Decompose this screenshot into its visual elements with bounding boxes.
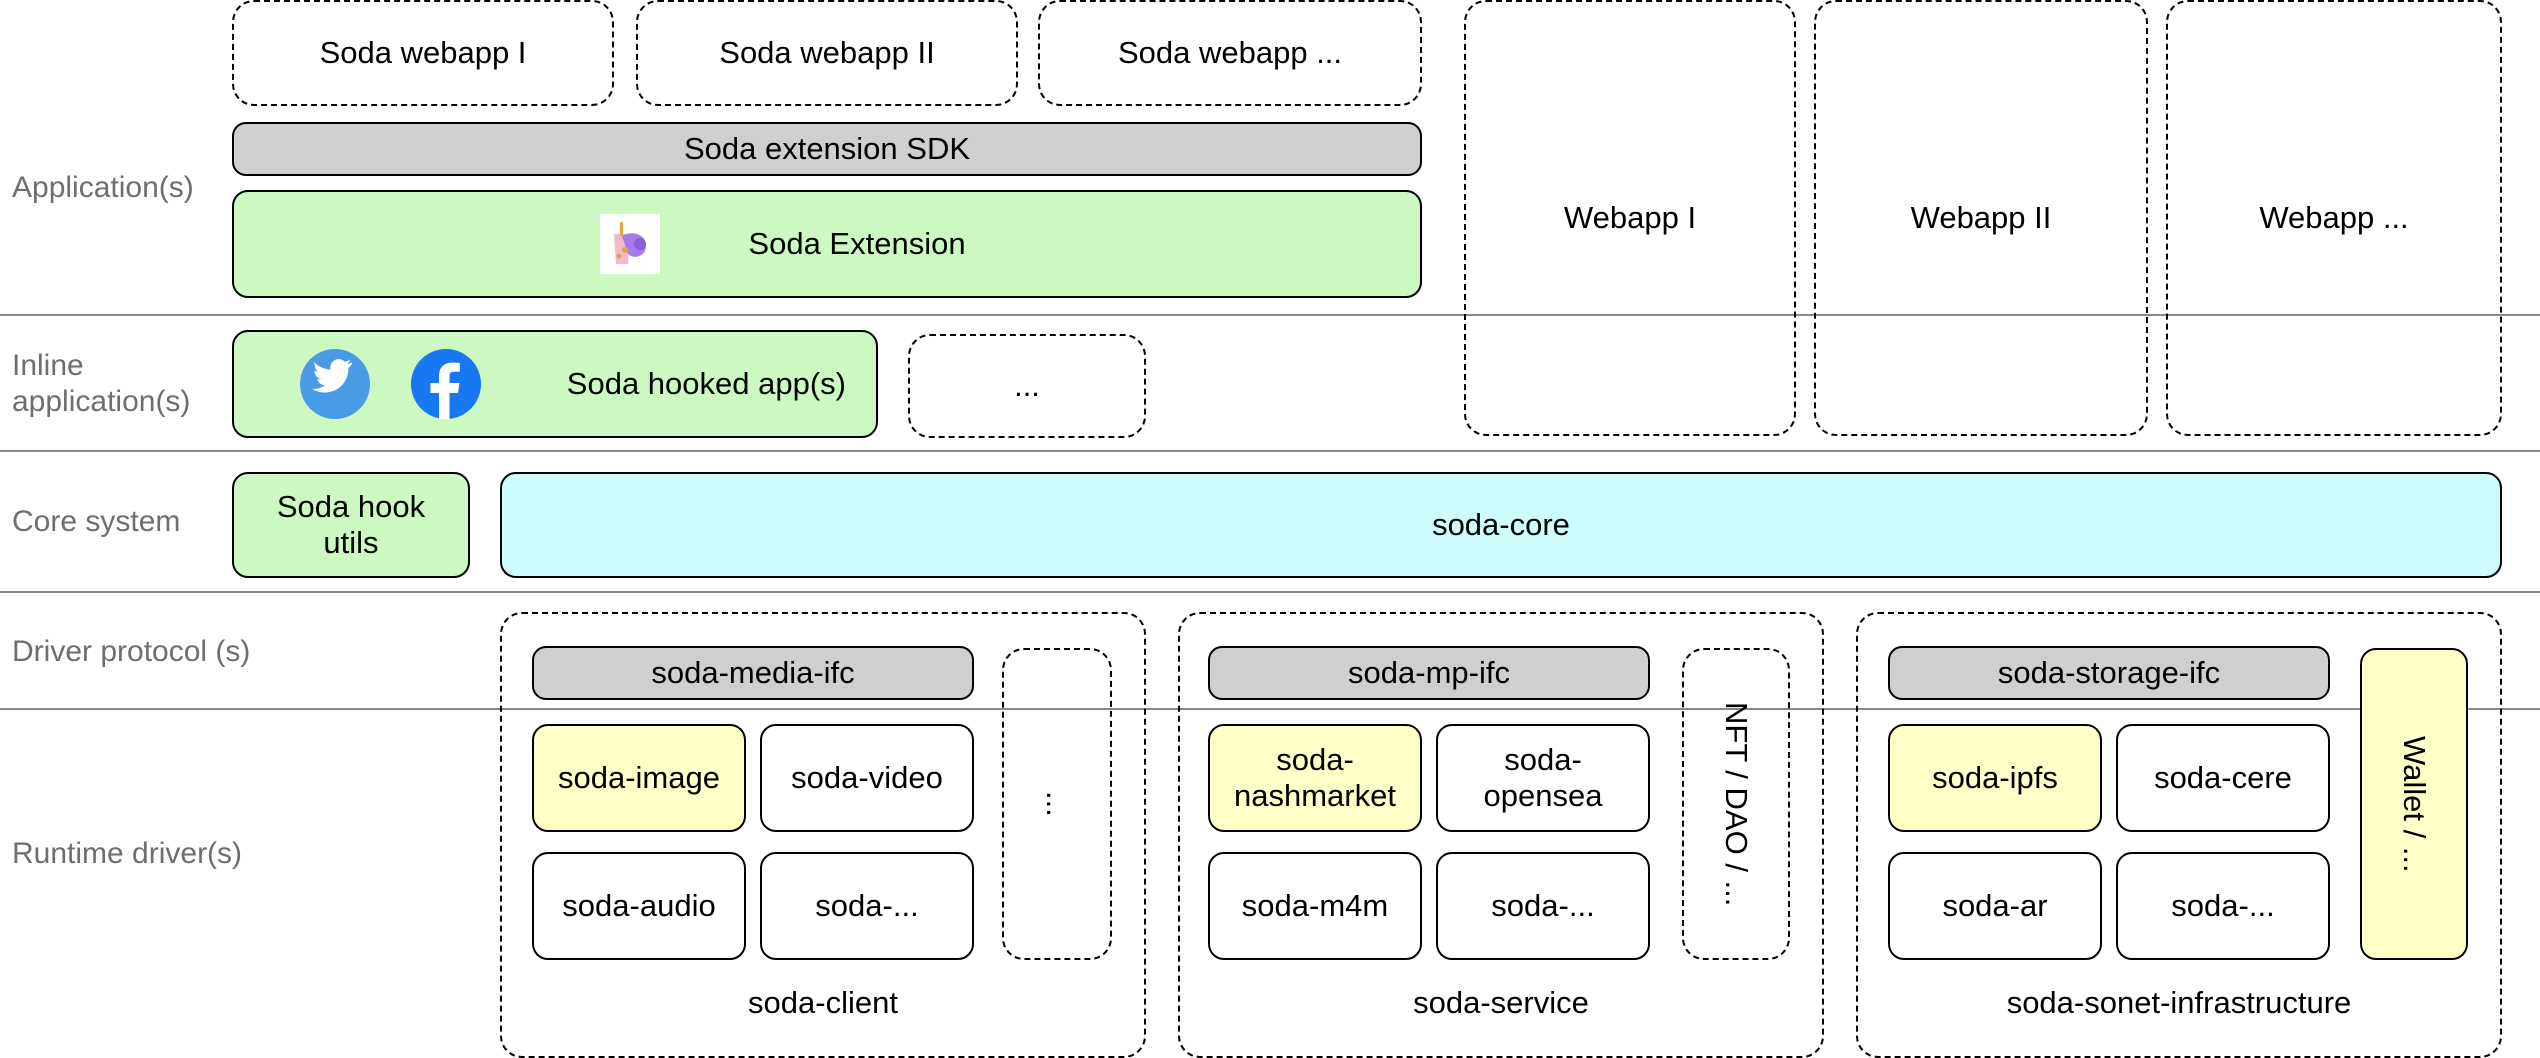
soda-webapp-3: Soda webapp ... (1038, 0, 1422, 106)
soda-client-group (500, 612, 1146, 1058)
soda-hooked-apps: Soda hooked app(s) (232, 330, 878, 438)
layer-label-runtime: Runtime driver(s) (12, 837, 243, 870)
soda-core: soda-core (500, 472, 2502, 578)
soda-opensea: soda- opensea (1436, 724, 1650, 832)
soda-storage-ifc: soda-storage-ifc (1888, 646, 2330, 700)
webapp-2: Webapp II (1814, 0, 2148, 436)
soda-service-more: soda-... (1436, 852, 1650, 960)
soda-media-ifc: soda-media-ifc (532, 646, 974, 700)
webapp-3: Webapp ... (2166, 0, 2502, 436)
wallet-box: Wallet / ... (2360, 648, 2468, 960)
soda-nashmarket: soda- nashmarket (1208, 724, 1422, 832)
soda-audio: soda-audio (532, 852, 746, 960)
soda-extension-sdk: Soda extension SDK (232, 122, 1422, 176)
soda-hooked-apps-label: Soda hooked app(s) (566, 366, 846, 401)
soda-infra-label: soda-sonet-infrastructure (2006, 985, 2352, 1020)
layer-label-inline: Inline application(s) (12, 349, 191, 418)
soda-hook-utils: Soda hook utils (232, 472, 470, 578)
soda-ipfs: soda-ipfs (1888, 724, 2102, 832)
layer-divider (0, 314, 2540, 316)
layer-label-driver-protocol: Driver protocol (s) (12, 635, 251, 668)
soda-mp-ifc: soda-mp-ifc (1208, 646, 1650, 700)
soda-m4m: soda-m4m (1208, 852, 1422, 960)
inline-more: ... (908, 334, 1146, 438)
soda-infra-more: soda-... (2116, 852, 2330, 960)
soda-video: soda-video (760, 724, 974, 832)
soda-service-label: soda-service (1413, 985, 1589, 1020)
layer-divider (0, 450, 2540, 452)
soda-logo-icon (600, 214, 660, 274)
soda-webapp-2: Soda webapp II (636, 0, 1018, 106)
twitter-icon (300, 349, 370, 419)
soda-infra-group (1856, 612, 2502, 1058)
soda-image: soda-image (532, 724, 746, 832)
layer-divider (0, 591, 2540, 593)
webapp-1: Webapp I (1464, 0, 1796, 436)
soda-extension: Soda Extension (232, 190, 1422, 298)
nft-dao-box: NFT / DAO / ... (1682, 648, 1790, 960)
soda-cere: soda-cere (2116, 724, 2330, 832)
soda-extension-label: Soda Extension (748, 226, 966, 261)
layer-divider (0, 708, 2540, 710)
soda-ar: soda-ar (1888, 852, 2102, 960)
facebook-icon (411, 349, 481, 419)
soda-client-label: soda-client (748, 985, 898, 1020)
soda-service-group (1178, 612, 1824, 1058)
soda-webapp-1: Soda webapp I (232, 0, 614, 106)
layer-label-core: Core system (12, 505, 181, 538)
client-side-more: ... (1002, 648, 1112, 960)
layer-label-application: Application(s) (12, 171, 194, 204)
soda-client-more: soda-... (760, 852, 974, 960)
